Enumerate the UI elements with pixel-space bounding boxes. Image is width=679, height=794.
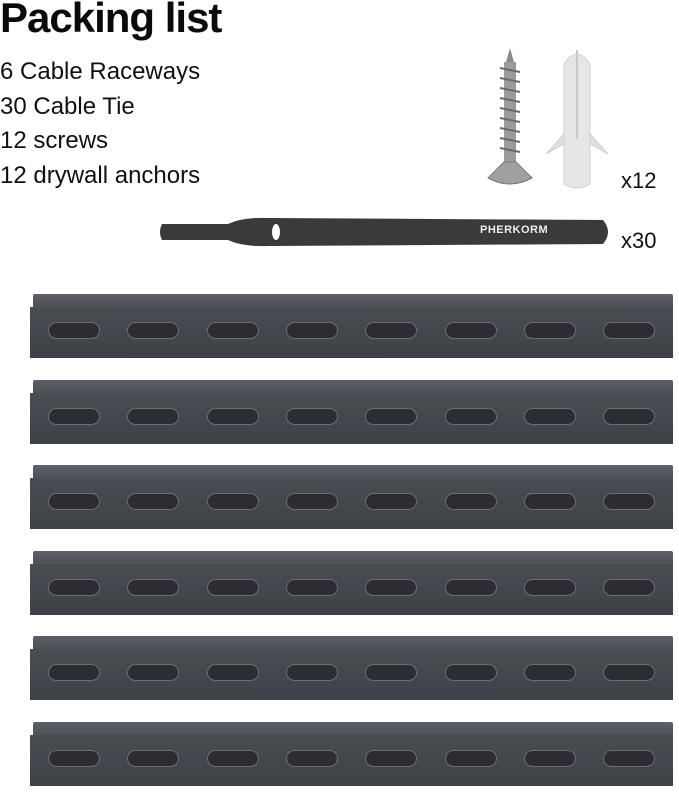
raceway-slot [206, 750, 259, 767]
hardware-quantity: x12 [621, 168, 657, 193]
list-item: 30 Cable Tie [0, 92, 135, 120]
raceway-slot [523, 493, 576, 511]
raceway-slot [523, 664, 576, 682]
raceway-top [33, 294, 673, 308]
raceway-top [33, 465, 673, 480]
raceway-slot [127, 493, 180, 511]
raceway-slot [444, 322, 497, 339]
raceway-slot [365, 493, 418, 511]
raceway-slot [365, 750, 418, 767]
page-title: Packing list [0, 0, 222, 41]
raceway-slot [444, 493, 497, 511]
raceway-slot [48, 407, 100, 425]
drywall-anchor-image [545, 50, 609, 189]
raceway-slot [444, 578, 497, 596]
raceway-slot [206, 578, 259, 596]
raceway-slot [206, 664, 259, 682]
raceway-slot [365, 664, 418, 682]
raceway-slot [285, 578, 338, 596]
raceway-slot [48, 664, 100, 682]
raceway-top [33, 550, 673, 565]
raceway-slot [603, 493, 656, 511]
packing-list: 6 Cable Raceways 30 Cable Tie 12 screws … [0, 55, 200, 193]
raceway-slot [444, 750, 497, 767]
list-item: 12 drywall anchors [0, 161, 201, 189]
raceway-slot [603, 664, 656, 682]
raceway-slot [127, 322, 180, 339]
raceway-slot [444, 664, 497, 682]
raceway-slot [523, 750, 576, 767]
cable-raceway [30, 722, 673, 786]
raceway-top [33, 379, 673, 394]
raceway-slot [127, 750, 180, 767]
tie-brand-label: PHERKORM [480, 224, 549, 236]
raceway-slot [523, 407, 576, 425]
raceway-slot [365, 322, 418, 339]
list-item: 12 screws [0, 127, 109, 154]
raceway-slot [603, 750, 656, 767]
raceway-slot [365, 578, 418, 596]
cable-raceway [30, 294, 673, 358]
raceway-slot [444, 407, 497, 425]
tie-quantity: x30 [621, 228, 657, 253]
raceway-slot [48, 493, 100, 511]
list-item: 6 Cable Raceways [0, 58, 201, 85]
raceway-slot [603, 322, 656, 339]
raceway-slot [127, 407, 180, 425]
raceway-slot [523, 578, 576, 596]
raceway-slot [285, 750, 338, 767]
cable-raceway [30, 465, 673, 530]
raceway-slot [603, 578, 656, 596]
raceway-slot [206, 322, 259, 339]
raceway-slot [365, 407, 418, 425]
raceway-slot [285, 322, 338, 339]
raceway-slot [127, 664, 180, 682]
raceway-slot [206, 493, 259, 511]
raceway-slot [48, 750, 100, 767]
cable-tie-image [160, 217, 608, 247]
raceway-slot [48, 578, 100, 596]
raceway-slot [285, 407, 338, 425]
raceway-top [33, 722, 673, 736]
cable-raceway [30, 379, 673, 444]
raceway-top [33, 636, 673, 651]
cable-raceway [30, 550, 673, 615]
raceway-slot [603, 407, 656, 425]
raceway-slot [127, 578, 180, 596]
raceway-slot [48, 322, 100, 339]
raceway-slot [285, 493, 338, 511]
raceway-slot [285, 664, 338, 682]
raceway-slot [206, 407, 259, 425]
raceway-slot [523, 322, 576, 339]
cable-raceway [30, 636, 673, 701]
screw-image [487, 48, 533, 185]
